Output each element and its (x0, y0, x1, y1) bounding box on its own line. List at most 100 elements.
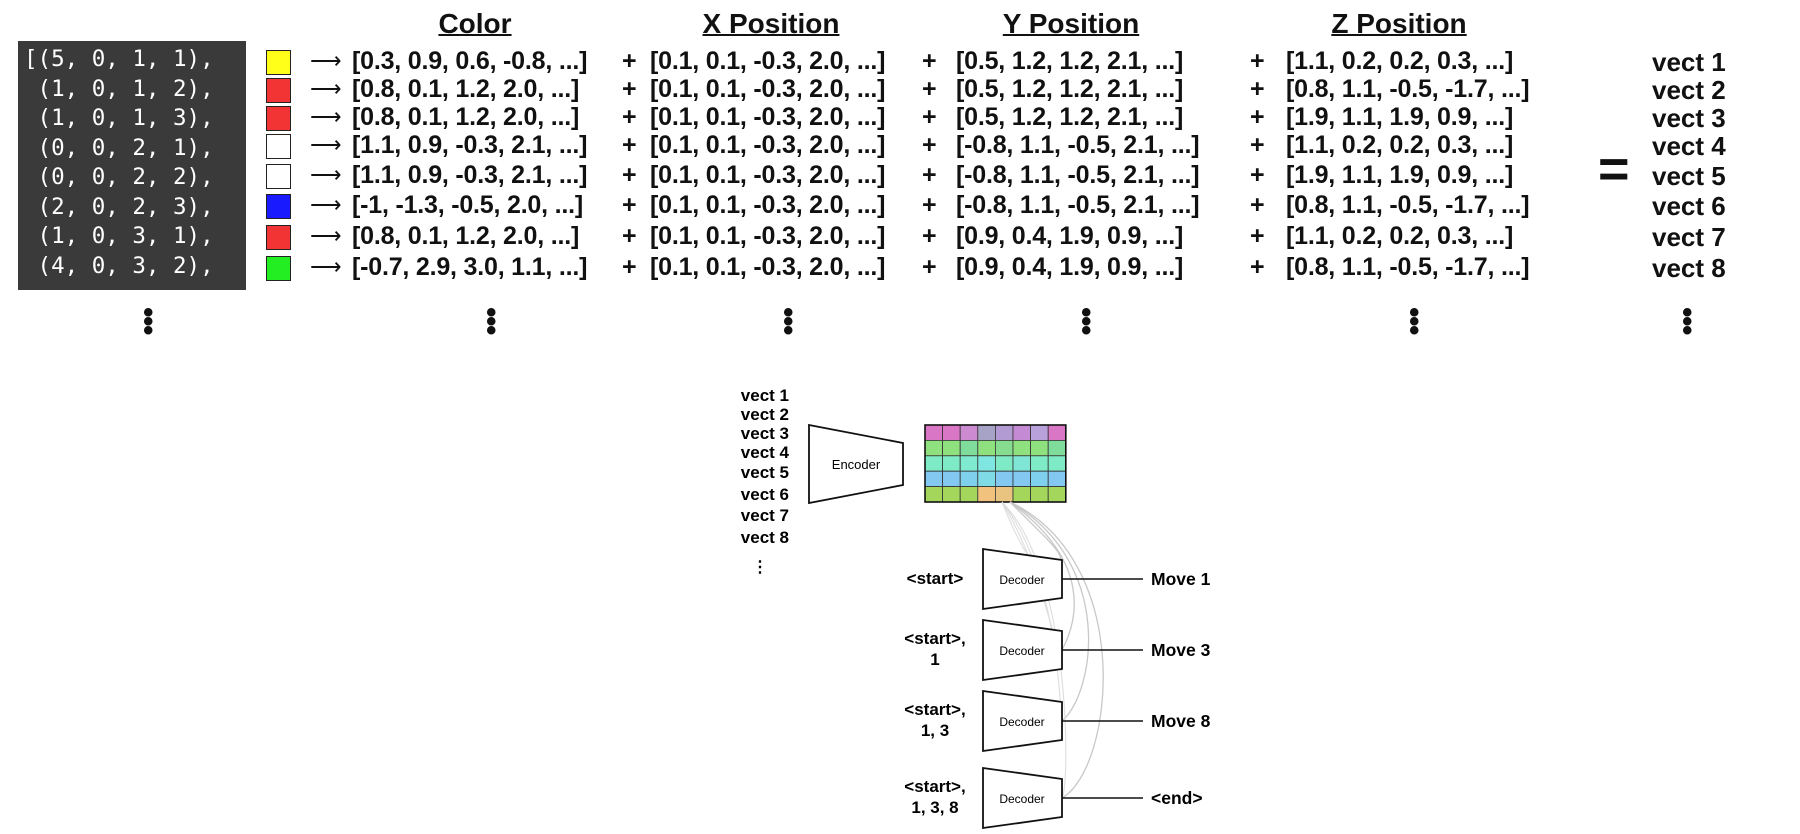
input-tuple-line: (1, 0, 3, 1), (24, 223, 214, 249)
plus-sign: + (1250, 253, 1265, 281)
color-vector: [1.1, 0.9, -0.3, 2.1, ...] (352, 161, 588, 189)
decoder-block (982, 618, 1063, 682)
encoder-input-label: vect 6 (741, 485, 789, 504)
decoder-output-label: Move 8 (1151, 711, 1211, 731)
plus-sign: + (1250, 222, 1265, 250)
attention-curve (1001, 501, 1063, 722)
embedding-cell (995, 440, 1014, 457)
embedding-cell (977, 470, 996, 487)
color-swatch (266, 78, 291, 103)
input-tuple-line: (0, 0, 2, 2), (24, 164, 214, 190)
decoder-input-label: 1 (930, 650, 939, 669)
embedding-cell (959, 424, 979, 441)
color-vector: [-1, -1.3, -0.5, 2.0, ...] (352, 191, 583, 219)
color-vector: [0.8, 0.1, 1.2, 2.0, ...] (352, 75, 580, 103)
plus-sign: + (922, 131, 937, 159)
vertical-ellipsis-icon: ••• (1682, 296, 1693, 347)
plus-sign: + (1250, 161, 1265, 189)
color-swatch (266, 134, 291, 159)
embedding-grid-border (924, 424, 1067, 503)
embedding-row: ⟶[-0.7, 2.9, 3.0, 1.1, ...][0.1, 0.1, -0… (0, 253, 1800, 283)
color-vector: [0.8, 0.1, 1.2, 2.0, ...] (352, 103, 580, 131)
header-y-position: Y Position (1002, 8, 1140, 39)
embedding-row: ⟶ [0.8, 0.1, 1.2, 2.0, ...] [0.1, 0.1, -0.… (0, 75, 1800, 105)
vector-label: vect 2 (1652, 75, 1726, 105)
y-position-vector: [-0.8, 1.1, -0.5, 2.1, ...] (956, 161, 1200, 189)
embedding-cell (959, 455, 979, 472)
embedding-cell (977, 440, 996, 457)
y-position-vector: [0.5, 1.2, 1.2, 2.1, ...] (956, 47, 1184, 75)
input-tuple-line: (0, 0, 2, 1), (24, 134, 214, 161)
z-position-vector: [0.8, 1.1, -0.5, -1.7, ...] (1286, 191, 1530, 219)
vector-label: vect 6 (1652, 191, 1726, 221)
attention-curve (1009, 501, 1090, 722)
decoder-output-label: Move 3 (1151, 640, 1211, 660)
color-vector: [1.1, 0.9, -0.3, 2.1, ...] (352, 131, 588, 159)
encoder-input-label: vect 3 (741, 424, 789, 443)
embedding-cell (1012, 486, 1032, 503)
input-tuple-line: (2, 0, 2, 3), (24, 193, 214, 220)
embedding-cell (924, 486, 944, 503)
plus-sign: + (622, 103, 637, 131)
color-vector: [-0.7, 2.9, 3.0, 1.1, ...] (352, 253, 588, 281)
decoder-input-label: <start>, (904, 777, 965, 796)
decoder-input-label: <start>, (904, 700, 965, 719)
embedding-cell (1030, 455, 1049, 472)
embedding-row: ⟶[0.8, 0.1, 1.2, 2.0, ...][0.1, 0.1, -0.… (0, 103, 1800, 133)
embedding-cell (1030, 486, 1049, 503)
embedding-cell (1030, 424, 1049, 441)
z-position-vector: [1.1, 0.2, 0.2, 0.3, ...] (1286, 131, 1514, 159)
plus-sign: + (922, 191, 937, 219)
plus-sign: + (922, 222, 937, 250)
z-position-vector: [1.1, 0.2, 0.2, 0.3, ...] (1286, 47, 1514, 75)
embedding-cell (1047, 470, 1067, 487)
embedding-cell (942, 455, 961, 472)
decoder-output-label: <end> (1151, 788, 1203, 808)
x-position-vector: [0.1, 0.1, -0.3, 2.0, ...] (650, 222, 886, 250)
encoder-input-label: vect 5 (741, 463, 789, 482)
decoder-label: Decoder (999, 573, 1044, 587)
x-position-vector: [0.1, 0.1, -0.3, 2.0, ...] (650, 191, 886, 219)
embedding-cell (959, 440, 979, 457)
input-tuples-panel: [(5, 0, 1, 1), (1, 0, 1, 2), (1, 0, 1, 3… (18, 41, 246, 290)
vector-label: vect 3 (1652, 103, 1726, 133)
header-color: Color (438, 8, 512, 39)
decoder-output-label: Move 1 (1151, 569, 1211, 589)
arrow-right-icon: ⟶ (310, 192, 342, 217)
decoder-label: Decoder (999, 715, 1044, 729)
color-swatch (266, 106, 291, 131)
plus-sign: + (622, 75, 637, 103)
embedding-cell (995, 486, 1014, 503)
input-tuple-line: (1, 0, 1, 3), (24, 105, 214, 131)
input-tuple-line: [(5, 0, 1, 1), (24, 46, 214, 72)
embedding-cell (1012, 470, 1032, 487)
attention-curve (1001, 501, 1067, 799)
encoder-input-label: vect 4 (741, 443, 790, 462)
decoder-input-label: <start> (907, 569, 964, 588)
plus-sign: + (922, 253, 937, 281)
decoder-label: Decoder (999, 644, 1044, 658)
arrow-right-icon: ⟶ (310, 254, 342, 279)
decoder-input-label: <start>, (904, 629, 965, 648)
embedding-cell (1012, 424, 1032, 441)
x-position-vector: [0.1, 0.1, -0.3, 2.0, ...] (650, 75, 886, 103)
vector-label: vect 1 (1652, 47, 1726, 77)
embedding-cell (1047, 424, 1067, 441)
embedding-cell (924, 440, 944, 457)
y-position-vector: [0.5, 1.2, 1.2, 2.1, ...] (956, 75, 1184, 103)
decoder-block (982, 766, 1063, 830)
embedding-cell (942, 424, 961, 441)
arrow-right-icon: ⟶ (310, 76, 342, 101)
embedding-cell (995, 424, 1014, 441)
embedding-cell (924, 455, 944, 472)
embedding-cell (959, 486, 979, 503)
vertical-ellipsis-icon: ••• (143, 296, 154, 347)
embedding-cell (1047, 440, 1067, 457)
plus-sign: + (1250, 47, 1265, 75)
embedding-cell (977, 424, 996, 441)
embedding-cell (977, 455, 996, 472)
y-position-vector: [0.9, 0.4, 1.9, 0.9, ...] (956, 253, 1184, 281)
embedding-cell (977, 486, 996, 503)
embedding-cell (1047, 486, 1067, 503)
